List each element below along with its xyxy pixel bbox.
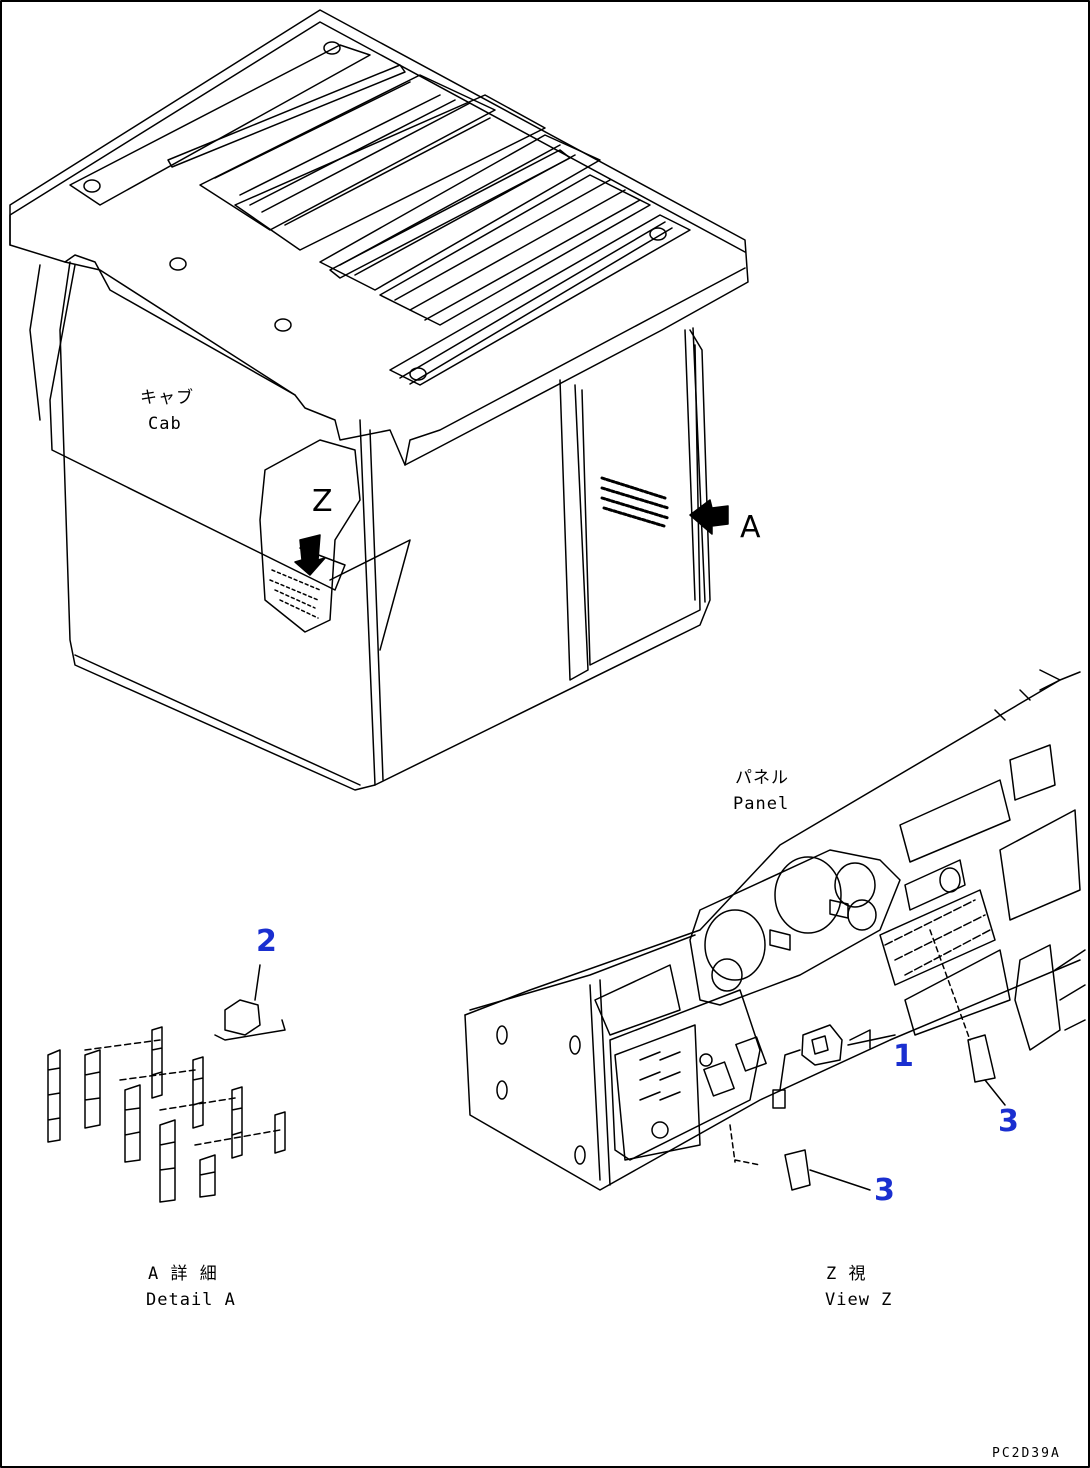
cab-roof — [9, 9, 749, 466]
view-z-caption-en: View Z — [825, 1290, 893, 1310]
cab-label-en: Cab — [148, 414, 182, 434]
callout-part-1: 1 — [893, 1039, 914, 1074]
view-z-marker: Z — [312, 484, 333, 519]
callout-part-2: 2 — [256, 924, 277, 959]
callout-part-3-right: 3 — [998, 1104, 1019, 1139]
panel-label-en: Panel — [733, 794, 790, 814]
detail-a-clips — [47, 964, 286, 1203]
panel-label-jp: パネル — [735, 768, 789, 788]
view-z-panel — [464, 669, 1086, 1191]
cab-label-jp: キャブ — [140, 388, 194, 408]
cab-body — [29, 261, 729, 791]
detail-a-caption-jp: A 詳 細 — [148, 1264, 218, 1284]
callout-part-3-lower: 3 — [874, 1173, 895, 1208]
drawing-code: PC2D39A — [992, 1446, 1061, 1461]
detail-a-caption-en: Detail A — [146, 1290, 236, 1310]
view-z-caption-jp: Z 視 — [826, 1264, 867, 1284]
detail-a-marker: A — [740, 510, 761, 545]
